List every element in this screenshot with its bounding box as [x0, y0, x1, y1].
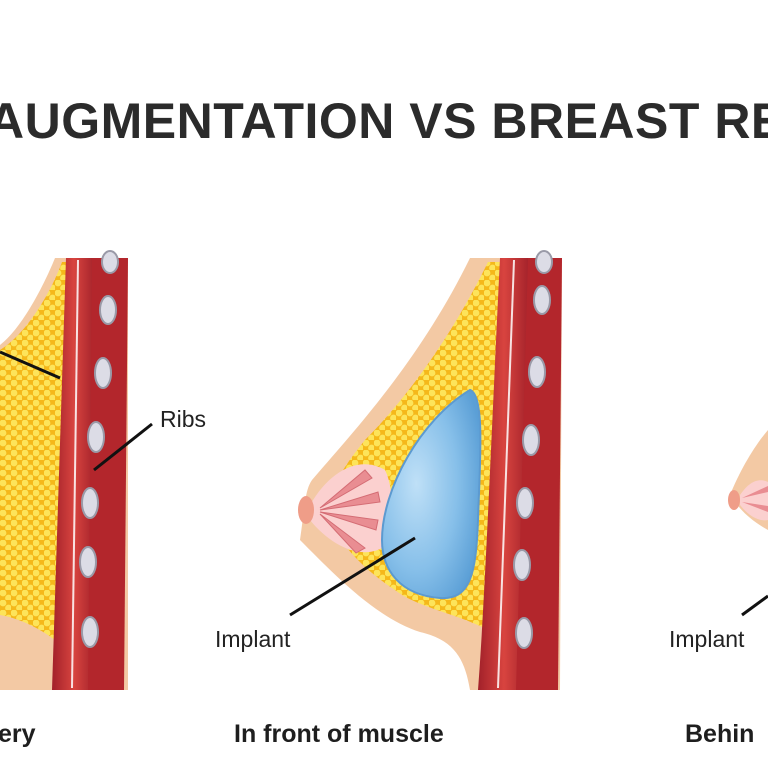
rib: [87, 421, 105, 453]
rib: [516, 487, 534, 519]
rib: [528, 356, 546, 388]
panel-1-ribs: [79, 250, 119, 648]
panel-3-gland-lobes: [742, 486, 768, 512]
rib: [79, 546, 97, 578]
panel-2-implant-pointer-line: [289, 536, 416, 617]
rib: [99, 295, 117, 325]
rib: [533, 285, 551, 315]
panel-2-gland-lobes: [319, 469, 381, 554]
rib: [81, 616, 99, 648]
panel-3-implant-pointer-line: [741, 594, 768, 617]
panel-2-nipple: [298, 496, 314, 524]
panel-2-muscle-line: [497, 259, 515, 689]
rib: [81, 487, 99, 519]
panel-2-gland: [310, 464, 393, 553]
panel-3-nipple: [728, 490, 740, 510]
rib: [94, 357, 112, 389]
panel-2-implant-label: Implant: [215, 626, 291, 652]
rib: [515, 617, 533, 649]
panel-2-breast: [289, 250, 562, 690]
panel-3-breast: [728, 430, 768, 617]
panel-3-caption: Behin: [685, 720, 755, 748]
panel-1-muscle-line: [71, 259, 79, 689]
panel-3-implant-label: Implant: [669, 626, 745, 652]
panel-2-ribs: [513, 250, 553, 649]
page-title: AUGMENTATION VS BREAST RE: [0, 93, 768, 149]
panel-1-pointer-line: [0, 350, 61, 380]
panel-2-muscle: [478, 258, 530, 690]
rib: [522, 424, 540, 456]
rib: [513, 549, 531, 581]
panel-1-breast: [0, 250, 153, 690]
panel-2-caption: In front of muscle: [234, 720, 444, 748]
ribs-label: Ribs: [160, 406, 207, 432]
ribs-pointer-line: [93, 422, 153, 472]
panel-1-caption: ery: [0, 720, 36, 748]
panel-2-chest-wall: [516, 258, 562, 690]
rib: [535, 250, 553, 274]
panel-2-implant: [380, 388, 482, 600]
rib: [101, 250, 119, 274]
